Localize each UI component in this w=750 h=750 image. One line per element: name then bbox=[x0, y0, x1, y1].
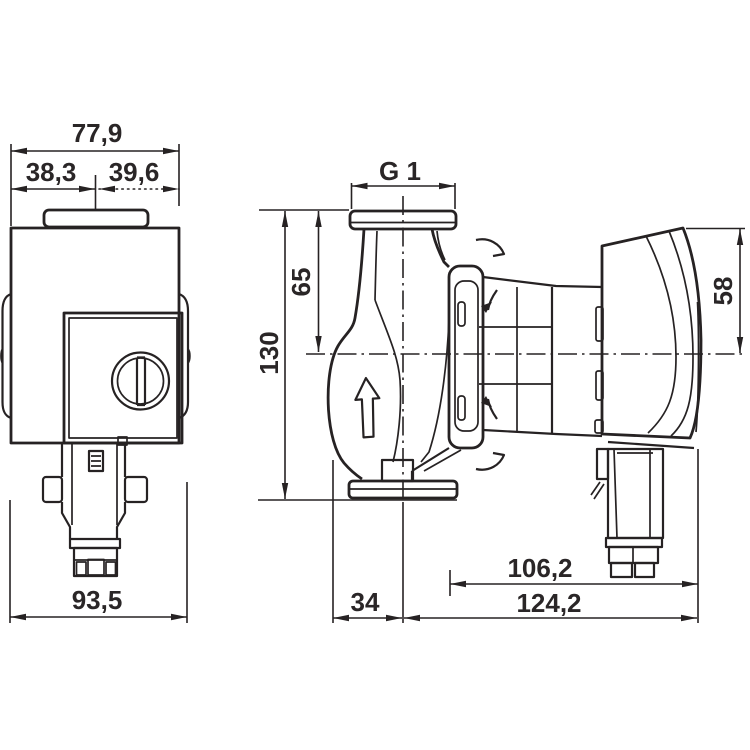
dim-depth-bottom: 34 124,2 bbox=[333, 587, 697, 622]
flow-direction-arrow bbox=[354, 376, 381, 439]
lug-right bbox=[123, 475, 149, 504]
front-extension-lines bbox=[9, 144, 188, 623]
dim-label-93-5: 93,5 bbox=[72, 585, 123, 615]
dim-label-34: 34 bbox=[351, 587, 380, 617]
side-volute bbox=[326, 228, 462, 483]
side-clamp-plate bbox=[447, 264, 485, 450]
box-screw bbox=[117, 436, 128, 446]
dim-axis-to-top: 65 bbox=[286, 211, 322, 352]
dim-label-130: 130 bbox=[254, 331, 284, 374]
dim-front-bottom-width: 93,5 bbox=[10, 585, 187, 621]
dim-label-58: 58 bbox=[708, 277, 738, 306]
bottom-neck bbox=[380, 458, 415, 483]
side-top-flange bbox=[348, 209, 458, 231]
front-control-box bbox=[62, 311, 184, 446]
dim-label-77-9: 77,9 bbox=[72, 118, 123, 148]
dim-rear-to-module: 106,2 bbox=[450, 553, 698, 588]
lug-left bbox=[41, 475, 64, 504]
dim-port-thread: G 1 bbox=[351, 156, 455, 190]
side-extension-lines bbox=[258, 183, 745, 623]
dim-label-124-2: 124,2 bbox=[516, 588, 581, 618]
front-side-tabs bbox=[0, 292, 191, 420]
side-motor bbox=[479, 275, 603, 438]
front-connector bbox=[41, 443, 149, 578]
dim-height-overall: 130 bbox=[254, 211, 289, 499]
connector-collar bbox=[604, 536, 664, 549]
side-view: G 1 65 130 58 34 bbox=[254, 156, 746, 623]
side-bottom-flange bbox=[347, 479, 459, 500]
cable-clip bbox=[87, 449, 105, 473]
centerlines bbox=[306, 196, 746, 500]
dim-label-38-3: 38,3 bbox=[26, 157, 77, 187]
dim-front-split-width: 38,3 39,6 bbox=[11, 157, 180, 193]
shell-clips bbox=[475, 238, 506, 471]
side-control-module bbox=[594, 226, 703, 450]
dim-label-39-6: 39,6 bbox=[109, 157, 160, 187]
dim-module-height: 58 bbox=[708, 229, 744, 353]
dim-front-total-width: 77,9 bbox=[11, 118, 179, 155]
dial-slot bbox=[135, 356, 147, 407]
plug-body bbox=[72, 546, 119, 578]
side-connector bbox=[590, 447, 665, 579]
dim-label-65: 65 bbox=[286, 268, 316, 297]
dim-label-106-2: 106,2 bbox=[507, 553, 572, 583]
front-view: 77,9 38,3 39,6 93,5 bbox=[0, 118, 191, 623]
front-top-cap bbox=[42, 208, 150, 229]
control-dial bbox=[110, 351, 171, 411]
front-body-shell bbox=[9, 226, 181, 445]
plug-collar bbox=[68, 537, 122, 550]
dim-label-g1: G 1 bbox=[379, 156, 421, 186]
